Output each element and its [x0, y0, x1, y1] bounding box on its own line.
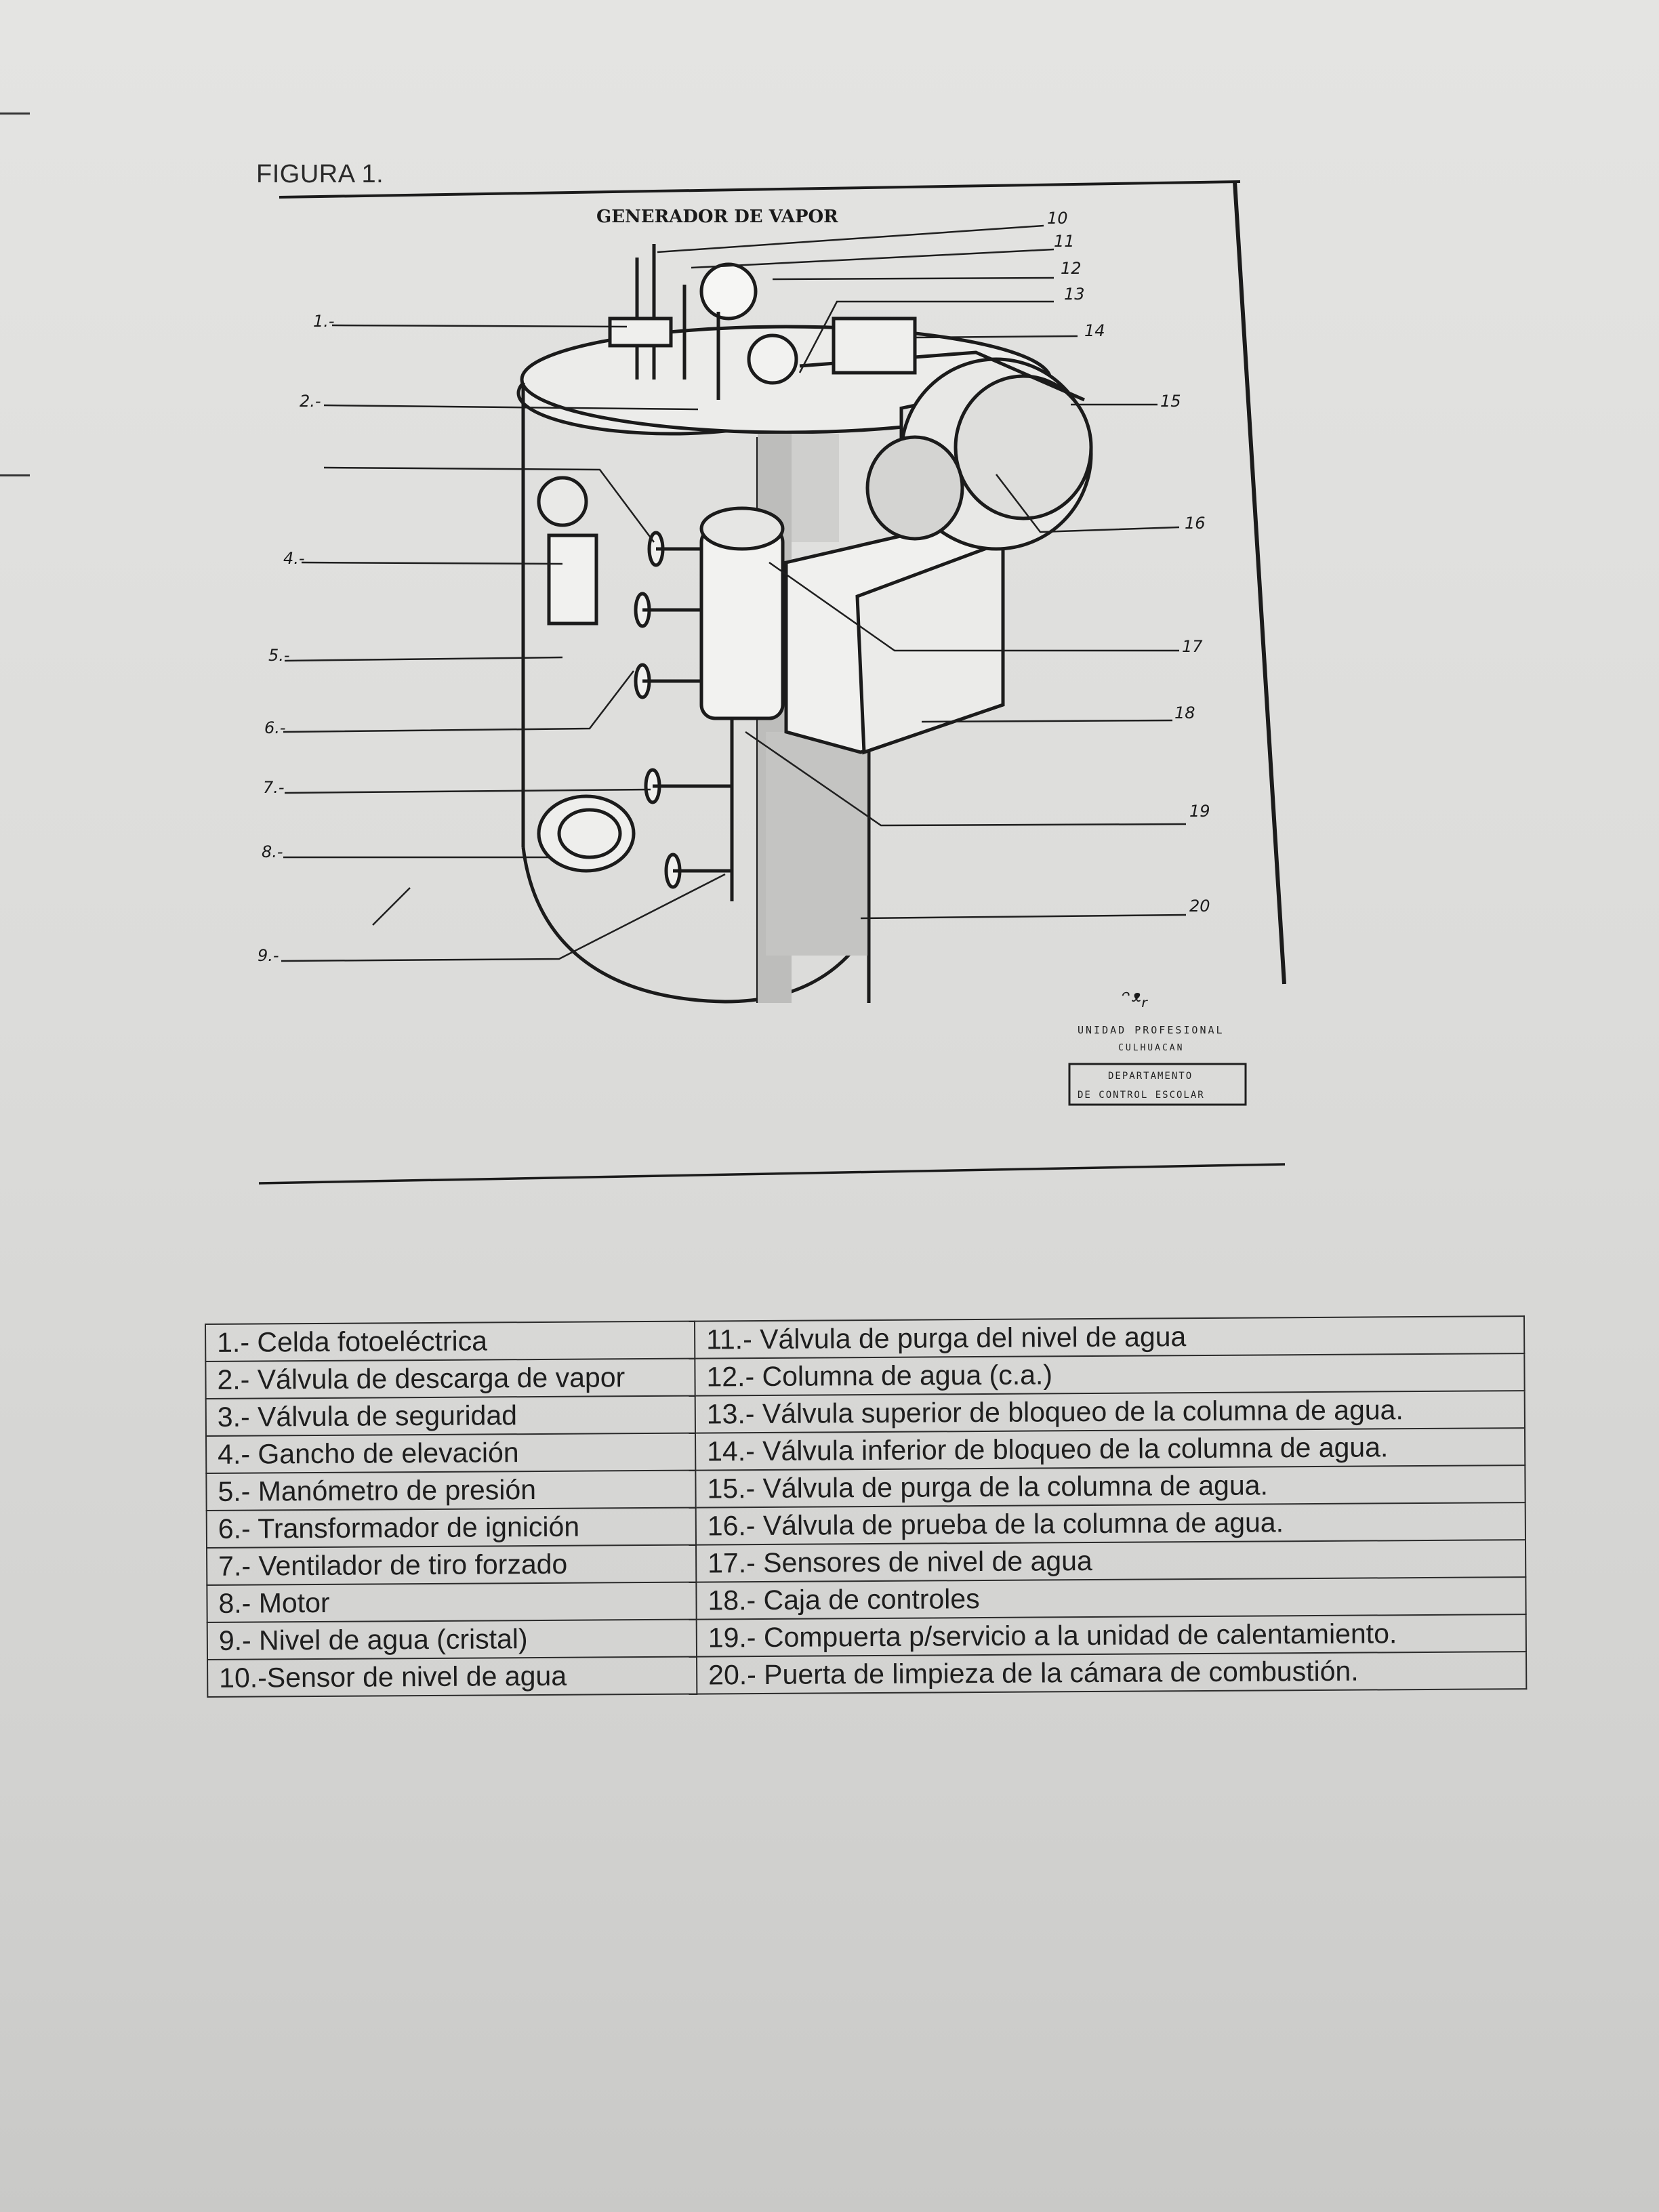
callout-right-label: 17 — [1182, 637, 1203, 656]
gauge-glass — [547, 533, 598, 626]
legend-item-right: 15.- Válvula de purga de la columna de a… — [695, 1465, 1525, 1508]
callout-left-label: 6.- — [264, 718, 286, 737]
callout-right-label: 12 — [1061, 259, 1082, 278]
legend-item-right: 11.- Válvula de purga del nivel de agua — [694, 1316, 1525, 1359]
page-edge-mark — [0, 474, 30, 476]
legend-item-left: 8.- Motor — [207, 1582, 697, 1622]
legend-item-left: 1.- Celda fotoeléctrica — [205, 1321, 695, 1361]
diagram-title: GENERADOR DE VAPOR — [596, 207, 838, 227]
legend-item-right: 17.- Sensores de nivel de agua — [696, 1540, 1526, 1582]
left-callouts: 1.- 2.- 4.- 5.- 6.- 7.- 8.- 9.- — [258, 312, 335, 965]
legend-item-left: 6.- Transformador de ignición — [206, 1507, 697, 1548]
legend-item-left: 4.- Gancho de elevación — [206, 1433, 696, 1473]
callout-left-label: 5.- — [268, 646, 290, 665]
legend-item-right: 18.- Caja de controles — [696, 1577, 1526, 1620]
callout-right-label: 19 — [1189, 802, 1210, 821]
callout-right-label: 20 — [1189, 897, 1210, 916]
stamp-line-2: CULHUACAN — [1118, 1043, 1184, 1053]
callout-right-label: 14 — [1084, 321, 1105, 340]
legend-item-left: 7.- Ventilador de tiro forzado — [207, 1544, 697, 1585]
legend-item-right: 14.- Válvula inferior de bloqueo de la c… — [695, 1428, 1525, 1471]
stamp: ᵔᵜᵣ UNIDAD PROFESIONAL CULHUACAN DEPARTA… — [1068, 986, 1247, 1106]
callout-right-label: 13 — [1064, 285, 1085, 304]
legend-item-right: 20.- Puerta de limpieza de la cámara de … — [697, 1652, 1527, 1694]
leader-lines — [281, 224, 1187, 962]
callout-left-label: 2.- — [300, 392, 321, 411]
callout-left-label: 7.- — [263, 778, 285, 797]
legend-item-left: 5.- Manómetro de presión — [206, 1470, 696, 1511]
pressure-gauge-drawing — [699, 262, 758, 321]
callout-left-label: 9.- — [258, 946, 279, 965]
stamp-signature: ᵔᵜᵣ — [1122, 986, 1148, 1013]
stamp-box-line-2: DE CONTROL ESCOLAR — [1078, 1090, 1205, 1101]
boiler-drawing — [516, 244, 1093, 1004]
stamp-line-1: UNIDAD PROFESIONAL — [1078, 1024, 1225, 1036]
callout-left-label: 8.- — [262, 842, 283, 861]
legend-item-right: 19.- Compuerta p/servicio a la unidad de… — [696, 1614, 1526, 1657]
legend-item-left: 10.-Sensor de nivel de agua — [207, 1656, 697, 1697]
legend-item-right: 12.- Columna de agua (c.a.) — [695, 1353, 1525, 1396]
callout-right-label: 15 — [1160, 392, 1181, 411]
right-callouts: 10 11 12 13 14 15 16 17 18 19 20 — [1047, 209, 1210, 916]
callout-right-label: 18 — [1174, 703, 1195, 722]
legend-item-right: 13.- Válvula superior de bloqueo de la c… — [695, 1391, 1525, 1433]
page-edge-mark — [0, 112, 30, 115]
water-column — [699, 527, 785, 720]
callout-left-label: 1.- — [313, 312, 335, 331]
stamp-box-line-1: DEPARTAMENTO — [1108, 1071, 1193, 1082]
callout-right-label: 10 — [1047, 209, 1068, 228]
callout-left-label: 4.- — [283, 549, 305, 568]
legend-item-left: 3.- Válvula de seguridad — [205, 1395, 696, 1436]
legend-item-right: 16.- Válvula de prueba de la columna de … — [695, 1502, 1525, 1545]
callout-right-label: 11 — [1054, 232, 1075, 251]
legend-item-left: 2.- Válvula de descarga de vapor — [205, 1358, 695, 1399]
callout-right-label: 16 — [1185, 514, 1206, 533]
legend-item-left: 9.- Nivel de agua (cristal) — [207, 1619, 697, 1660]
figure-frame — [258, 180, 1286, 1185]
figure-caption: FIGURA 1. — [256, 160, 384, 188]
